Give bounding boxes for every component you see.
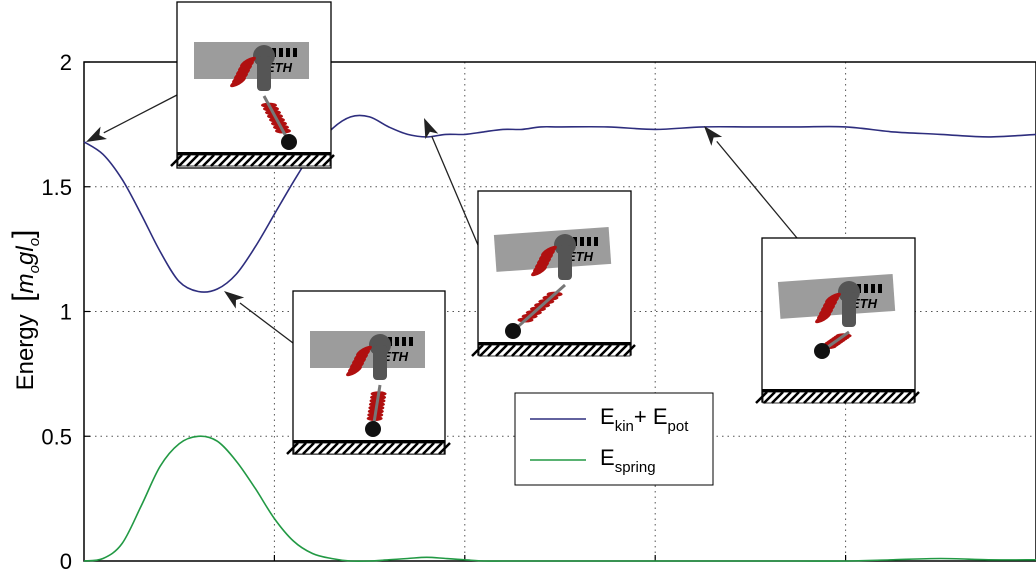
- inset-robot-illustration: ETH: [755, 237, 920, 404]
- svg-text:Energy [moglo]: Energy [moglo]: [7, 230, 43, 391]
- y-tick-label: 0.5: [41, 424, 72, 449]
- annotation-arrow-head: [424, 118, 439, 140]
- annotation-arrow-line: [239, 302, 294, 344]
- ylabel-l: l: [12, 246, 39, 252]
- y-tick-label: 1: [60, 300, 72, 325]
- ylabel-sub-m: o: [26, 265, 43, 273]
- legend-label-spring: Espring: [600, 445, 656, 476]
- inset-images: ETH ETH ETH ETH: [170, 1, 920, 455]
- ylabel-m: m: [12, 273, 39, 293]
- annotation-arrows: [86, 94, 798, 344]
- inset-robot-illustration: ETH: [170, 1, 335, 169]
- annotation-arrow-line: [716, 140, 798, 239]
- y-axis-label: Energy [moglo]: [7, 230, 43, 391]
- series-line-spring: [83, 435, 1036, 563]
- legend-label-energy: Ekin+ Epot: [600, 404, 689, 435]
- eth-logo-text: ETH: [851, 296, 878, 311]
- legend: Ekin+ Epot Espring: [514, 392, 714, 486]
- ylabel-sub-l: o: [26, 238, 43, 246]
- y-ticks: 0 0.5 1 1.5 2: [41, 50, 847, 571]
- inset-robot-illustration: ETH: [471, 190, 636, 357]
- annotation-arrow-head: [86, 126, 107, 142]
- ylabel-g: g: [12, 251, 39, 265]
- annotation-arrow-line: [103, 94, 178, 134]
- legend-box: [514, 392, 714, 486]
- eth-logo-text: ETH: [382, 349, 409, 364]
- eth-logo-text: ETH: [266, 60, 293, 75]
- ylabel-main: Energy: [12, 314, 39, 390]
- eth-logo-text: ETH: [567, 249, 594, 264]
- inset-robot-illustration: ETH: [286, 290, 451, 455]
- series-lines: [83, 114, 1036, 563]
- annotation-arrow-head: [224, 291, 245, 309]
- y-tick-label: 2: [60, 50, 72, 75]
- annotation-arrow-line: [431, 136, 479, 246]
- y-tick-label: 0: [60, 549, 72, 571]
- y-tick-label: 1.5: [41, 175, 72, 200]
- annotation-arrow-head: [704, 126, 723, 146]
- series-line-kinetic-potential: [83, 114, 1036, 293]
